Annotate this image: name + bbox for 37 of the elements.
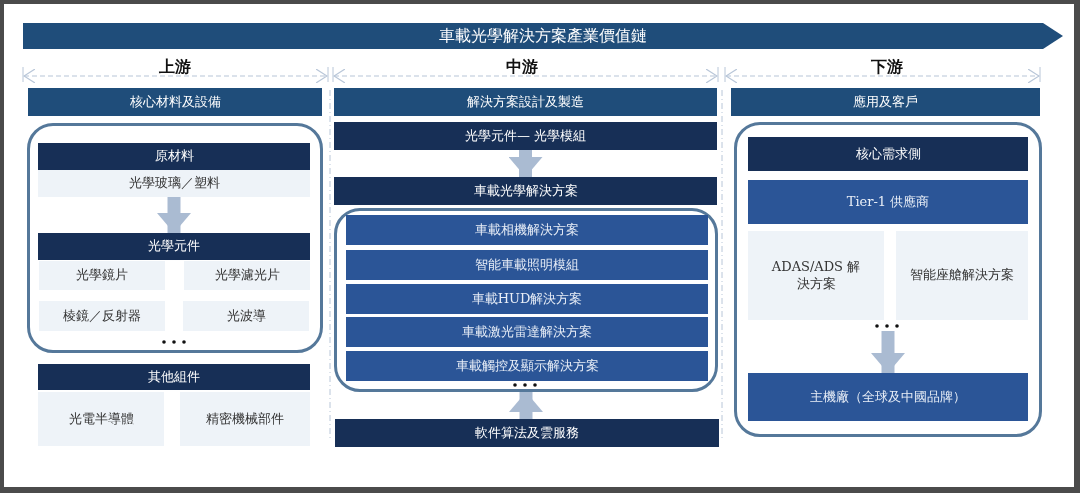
- section-heading: 中游: [505, 57, 539, 78]
- category-box: 光學元件— 光學模組: [334, 122, 717, 150]
- item-box: 棱鏡／反射器: [39, 301, 165, 331]
- section-header-box: 核心材料及設備: [28, 88, 322, 116]
- rounded-frame: [334, 208, 718, 392]
- block-arrow: [157, 197, 191, 233]
- solution-box: 智能車載照明模組: [346, 250, 708, 280]
- item-box: 光電半導體: [38, 392, 164, 446]
- section-heading: 上游: [158, 57, 192, 78]
- category-box: 核心需求側: [748, 137, 1028, 171]
- section-header-box: 解決方案設計及製造: [334, 88, 717, 116]
- section-header-box: 應用及客戶: [731, 88, 1040, 116]
- item-box: 光學玻璃／塑料: [38, 170, 310, 197]
- item-box: 光學鏡片: [39, 261, 165, 290]
- item-box: 精密機械部件: [180, 392, 310, 446]
- category-box: 軟件算法及雲服務: [335, 419, 719, 447]
- block-arrow: [508, 150, 543, 177]
- title-banner: 車載光學解決方案產業價值鏈: [23, 23, 1063, 49]
- item-box: ADAS/ADS 解決方案: [748, 231, 884, 320]
- block-arrow: [871, 331, 905, 373]
- solution-box: 車載相機解決方案: [346, 215, 708, 245]
- category-box: 原材料: [38, 143, 310, 170]
- solution-box: 車載激光雷達解決方案: [346, 317, 708, 347]
- item-box: 光波導: [183, 301, 309, 331]
- section-heading: 下游: [870, 57, 904, 78]
- rounded-frame: [27, 123, 323, 353]
- category-box: 其他組件: [38, 364, 310, 390]
- category-box: 光學元件: [38, 233, 310, 260]
- item-box: 光學濾光片: [184, 261, 310, 290]
- solution-box: 主機廠（全球及中國品牌）: [748, 373, 1028, 421]
- solution-box: 車載觸控及顯示解決方案: [346, 351, 708, 381]
- item-box: 智能座艙解決方案: [896, 231, 1028, 320]
- solution-box: Tier-1 供應商: [748, 180, 1028, 224]
- category-box: 車載光學解決方案: [334, 177, 717, 205]
- block-arrow: [509, 392, 543, 419]
- solution-box: 車載HUD解決方案: [346, 284, 708, 314]
- rounded-frame: [734, 122, 1042, 437]
